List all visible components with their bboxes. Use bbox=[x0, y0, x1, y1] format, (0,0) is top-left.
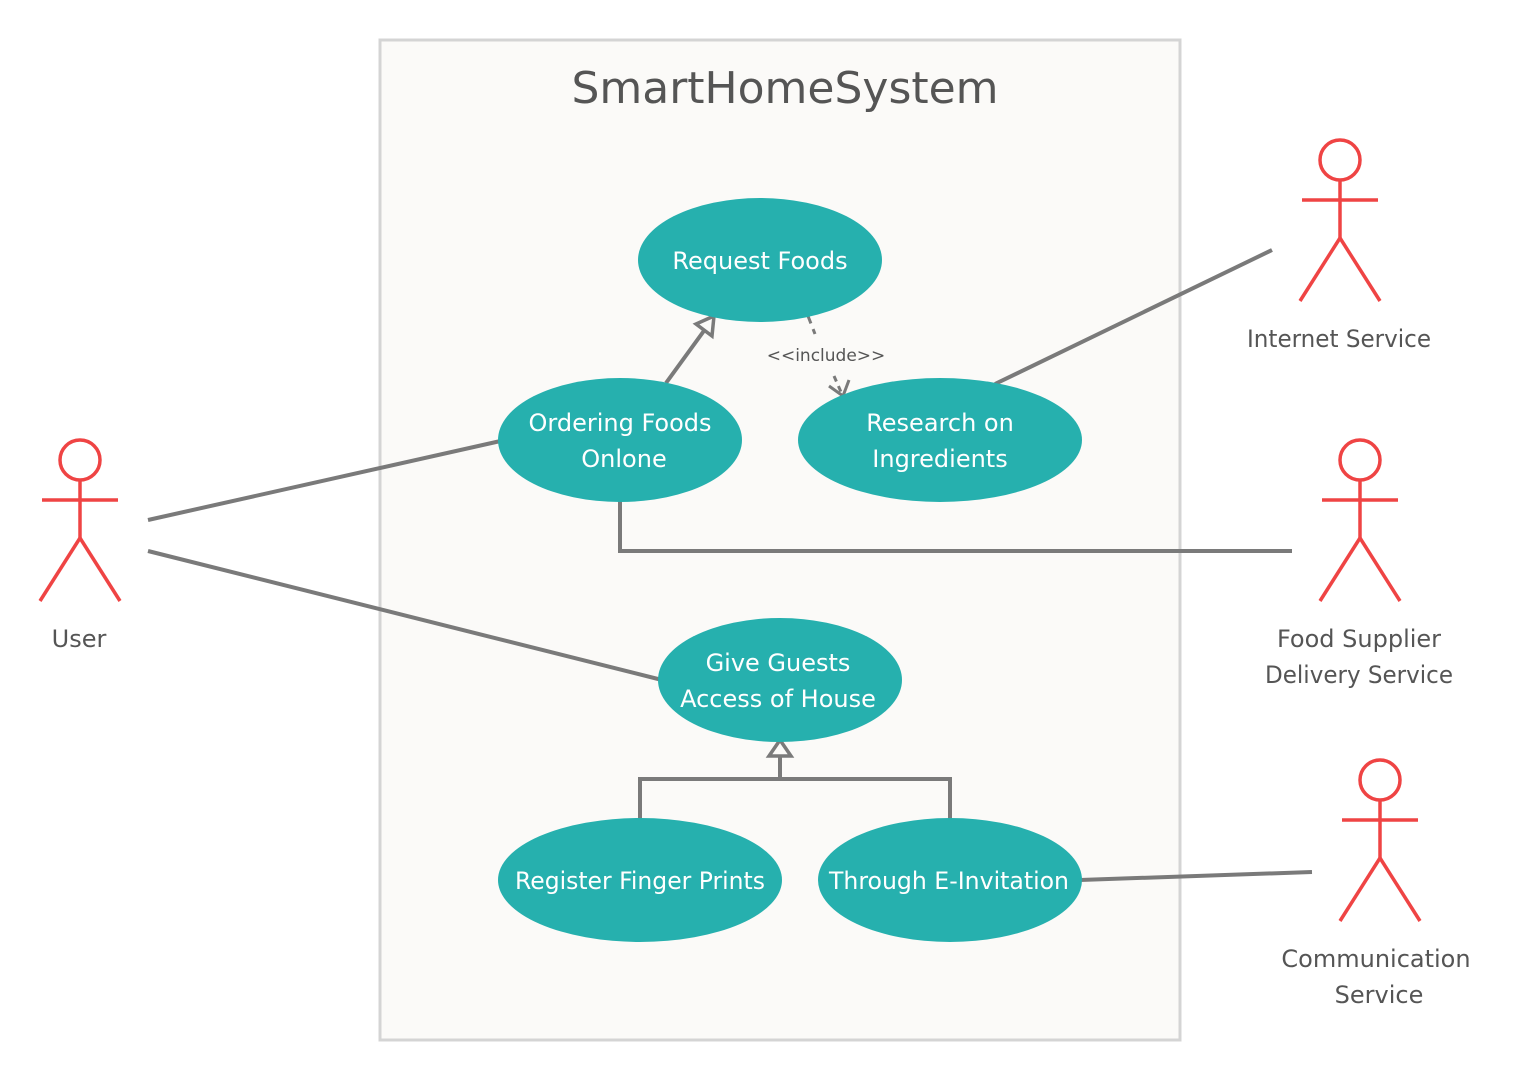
actor-label-line2: Delivery Service bbox=[1265, 661, 1453, 689]
use-case-label-line1: Give Guests bbox=[706, 649, 851, 677]
stick-figure-icon bbox=[38, 438, 122, 602]
system-title: SmartHomeSystem bbox=[571, 63, 998, 114]
use-case-label-line2: Ingredients bbox=[872, 445, 1007, 473]
use-case-label-line1: Ordering Foods bbox=[529, 409, 712, 437]
ordering-supplier-association bbox=[618, 500, 1292, 553]
invitation-communication-association bbox=[1079, 870, 1313, 882]
stick-figure-icon bbox=[1298, 138, 1382, 302]
actor-label: User bbox=[52, 625, 107, 653]
actor-label-line1: Food Supplier bbox=[1277, 625, 1441, 653]
stick-figure-icon bbox=[1318, 438, 1402, 602]
actor-label: Internet Service bbox=[1247, 325, 1431, 353]
use-case-label: Register Finger Prints bbox=[515, 867, 765, 895]
user-ordering-association bbox=[147, 438, 506, 522]
actor-food-supplier[interactable]: Food Supplier Delivery Service bbox=[1265, 438, 1453, 689]
use-case-label: Through E-Invitation bbox=[828, 867, 1069, 895]
actor-communication-service[interactable]: Communication Service bbox=[1281, 758, 1471, 1009]
use-case-register-finger-prints[interactable]: Register Finger Prints bbox=[498, 818, 782, 942]
stick-figure-icon bbox=[1338, 758, 1422, 922]
actor-label-line1: Communication bbox=[1281, 945, 1470, 973]
internet-research-association bbox=[994, 248, 1273, 386]
use-case-label-line1: Research on bbox=[866, 409, 1014, 437]
ordering-generalization bbox=[664, 313, 717, 385]
use-case-request-foods[interactable]: Request Foods bbox=[638, 198, 882, 322]
guest-access-generalization bbox=[638, 736, 952, 820]
use-case-ordering-foods[interactable]: Ordering Foods Onlone bbox=[498, 378, 742, 502]
actor-internet-service[interactable]: Internet Service bbox=[1247, 138, 1431, 353]
actor-label-line2: Service bbox=[1335, 981, 1424, 1009]
use-case-label-line2: Onlone bbox=[581, 445, 666, 473]
include-label: <<include>> bbox=[767, 346, 886, 366]
use-case-label: Request Foods bbox=[672, 247, 847, 275]
use-case-give-guests-access[interactable]: Give Guests Access of House bbox=[658, 618, 902, 742]
user-give-guests-association bbox=[147, 549, 663, 682]
use-case-label-line2: Access of House bbox=[680, 685, 876, 713]
actor-user[interactable]: User bbox=[38, 438, 122, 653]
use-case-research-ingredients[interactable]: Research on Ingredients bbox=[798, 378, 1082, 502]
use-case-through-e-invitation[interactable]: Through E-Invitation bbox=[818, 818, 1082, 942]
